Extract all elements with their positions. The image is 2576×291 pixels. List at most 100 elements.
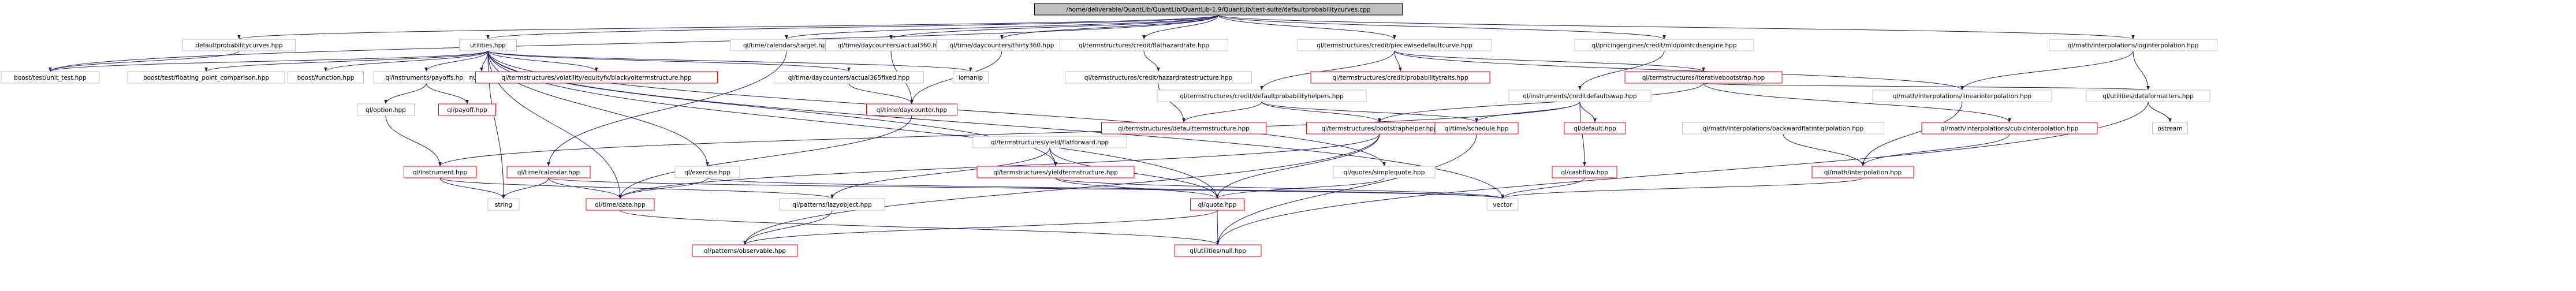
graph-node-n_schedule: ql/time/schedule.hpp: [1434, 122, 1519, 135]
graph-node-n_ostream[interactable]: ostream: [2152, 122, 2188, 135]
node-box: [1034, 3, 1403, 16]
node-label: iomanip: [959, 74, 983, 81]
edge-n_util-to-n_function: [324, 50, 489, 72]
graph-node-n_iomanip[interactable]: iomanip: [953, 71, 989, 84]
edge-n_option-to-n_instrument: [385, 115, 442, 167]
node-box: [1, 71, 100, 84]
node-label: boost/function.hpp: [297, 74, 355, 81]
graph-node-n_option[interactable]: ql/option.hpp: [357, 103, 415, 116]
node-label: ql/time/schedule.hpp: [1445, 125, 1509, 132]
node-label: ql/time/daycounters/thirty360.hpp: [950, 42, 1054, 49]
graph-node-n_linint[interactable]: ql/math/interpolations/linearinterpolati…: [1872, 89, 2052, 102]
node-box: [1872, 89, 2052, 102]
node-box: [475, 71, 718, 84]
graph-node-n_thirty360[interactable]: ql/time/daycounters/thirty360.hpp: [936, 39, 1068, 51]
graph-node-n_flatforward[interactable]: ql/termstructures/yield/flatforward.hpp: [972, 136, 1127, 148]
graph-node-n_flathazard[interactable]: ql/termstructures/credit/flathazardrate.…: [1060, 39, 1228, 51]
node-label: ql/quote.hpp: [1198, 202, 1237, 208]
edge-n_defprobhelpers-to-n_bshelper: [1261, 101, 1381, 123]
graph-node-n_function[interactable]: boost/function.hpp: [288, 71, 364, 84]
edge-n_quote-to-n_observable: [743, 210, 1218, 245]
node-label: ql/termstructures/yield/flatforward.hpp: [991, 139, 1109, 146]
edge-n_util-to-n_yieldts: [487, 50, 1057, 167]
edge-n_exercise-to-n_date: [618, 177, 708, 199]
graph-node-n_act360[interactable]: ql/time/daycounters/actual360.hpp: [825, 39, 957, 51]
edge-n_cdsswap-to-n_default: [1579, 101, 1597, 123]
graph-node-n_midpoint[interactable]: ql/pricingengines/credit/midpointcdsengi…: [1574, 39, 1754, 51]
graph-node-n_date: ql/time/date.hpp: [586, 198, 655, 211]
graph-node-n_itbootstrap: ql/termstructures/iterativebootstrap.hpp: [1624, 71, 1783, 84]
graph-node-n_dataformat[interactable]: ql/utilities/dataformatters.hpp: [2086, 89, 2210, 102]
edge-n_logint-to-n_dataformat: [2133, 50, 2150, 91]
edge-n_util-to-n_iomanip: [487, 50, 972, 72]
graph-node-n_unit_test[interactable]: boost/test/unit_test.hpp: [1, 71, 100, 84]
graph-node-n_fpc[interactable]: boost/test/floating_point_comparison.hpp: [127, 71, 285, 84]
edge-n_act365-to-n_daycounter: [848, 83, 914, 105]
graph-node-n_logint[interactable]: ql/math/interpolations/loginterpolation.…: [2049, 39, 2217, 51]
node-label: ql/termstructures/credit/defaultprobabil…: [1180, 93, 1344, 100]
edge-n_exercise-to-n_vector: [707, 177, 1504, 199]
graph-node-n_vector[interactable]: vector: [1486, 198, 1519, 211]
node-label: ql/instruments/creditdefaultswap.hpp: [1523, 93, 1636, 100]
edge-n_util-to-n_payoffs: [424, 50, 489, 72]
graph-node-n_string[interactable]: string: [487, 198, 520, 211]
graph-node-n_piecewise[interactable]: ql/termstructures/credit/piecewisedefaul…: [1297, 39, 1492, 51]
edge-root-to-n_piecewise: [1218, 14, 1396, 40]
edge-n_payoffs-to-n_option: [384, 83, 427, 105]
node-label: ql/termstructures/defaulttermstructure.h…: [1118, 125, 1250, 132]
graph-node-n_payoffs[interactable]: ql/instruments/payoffs.hpp: [373, 71, 479, 84]
node-box: [972, 136, 1127, 148]
graph-node-root[interactable]: /home/deliverable/QuantLib/QuantLib/Quan…: [1034, 3, 1403, 16]
node-box: [506, 166, 591, 178]
edge-root-to-n_dpc: [237, 14, 1219, 40]
node-label: ql/patterns/observable.hpp: [704, 248, 786, 255]
edge-n_flathazard-to-n_hazardstruct: [1143, 50, 1160, 72]
node-box: [1624, 71, 1783, 84]
node-box: [2152, 122, 2188, 135]
graph-node-n_lazyobject[interactable]: ql/patterns/lazyobject.hpp: [779, 198, 885, 211]
graph-node-n_hazardstruct[interactable]: ql/termstructures/credit/hazardratestruc…: [1065, 71, 1252, 84]
node-box: [1190, 198, 1244, 211]
graph-node-n_cdsswap[interactable]: ql/instruments/creditdefaultswap.hpp: [1508, 89, 1652, 102]
edge-n_lazyobject-to-n_observable: [743, 210, 833, 245]
node-box: [1811, 166, 1914, 178]
node-label: ql/termstructures/bootstraphelper.hpp: [1321, 125, 1438, 132]
edge-n_logint-to-n_linint: [1960, 50, 2134, 91]
edge-n_cashflow-to-n_vector: [1501, 177, 1585, 199]
node-label: ql/termstructures/credit/hazardratestruc…: [1084, 74, 1233, 81]
graph-node-n_yieldts: ql/termstructures/yieldtermstructure.hpp: [976, 166, 1135, 178]
node-box: [438, 103, 496, 116]
edge-n_interpolation-to-n_vector: [1501, 177, 1863, 199]
graph-node-n_simplequote[interactable]: ql/quotes/simplequote.hpp: [1333, 166, 1436, 178]
node-box: [1157, 89, 1367, 102]
edge-n_util-to-n_act365: [487, 50, 851, 72]
graph-node-n_cal_target[interactable]: ql/time/calendars/target.hpp: [730, 39, 843, 51]
node-label: ql/time/calendars/target.hpp: [743, 42, 830, 49]
edge-n_util-to-n_blackvol: [487, 50, 598, 72]
graph-node-n_exercise[interactable]: ql/exercise.hpp: [674, 166, 740, 178]
node-label: ql/math/interpolations/backwardflatinter…: [1703, 125, 1864, 132]
edge-n_calendar-to-n_string: [502, 177, 549, 199]
graph-node-n_calendar: ql/time/calendar.hpp: [506, 166, 591, 178]
graph-node-n_defprobhelpers[interactable]: ql/termstructures/credit/defaultprobabil…: [1157, 89, 1367, 102]
node-box: [127, 71, 285, 84]
node-label: vector: [1493, 202, 1512, 208]
graph-node-n_util[interactable]: utilities.hpp: [459, 39, 517, 51]
graph-node-n_default: ql/default.hpp: [1564, 122, 1626, 135]
node-label: ql/termstructures/yieldtermstructure.hpp: [993, 169, 1118, 176]
edge-n_calendar-to-n_vector: [548, 177, 1504, 199]
edge-n_dataformat-to-n_ostream: [2148, 101, 2172, 123]
node-label: ql/termstructures/volatility/equityfx/bl…: [501, 74, 692, 81]
graph-node-n_dpc[interactable]: defaultprobabilitycurves.hpp: [182, 39, 296, 51]
edge-n_util-to-n_unit_test: [49, 50, 489, 72]
graph-node-n_bfint[interactable]: ql/math/interpolations/backwardflatinter…: [1682, 122, 1884, 135]
node-box: [1921, 122, 2098, 135]
graph-node-n_blackvol: ql/termstructures/volatility/equityfx/bl…: [475, 71, 718, 84]
node-box: [1552, 166, 1617, 178]
edge-n_dpc-to-n_unit_test: [49, 50, 240, 72]
node-label: ql/termstructures/iterativebootstrap.hpp: [1642, 74, 1765, 81]
graph-node-n_act365[interactable]: ql/time/daycounters/actual365fixed.hpp: [774, 71, 924, 84]
edge-n_cdsswap-to-n_schedule: [1475, 101, 1580, 123]
edge-n_piecewise-to-n_defprobhelpers: [1260, 50, 1395, 91]
